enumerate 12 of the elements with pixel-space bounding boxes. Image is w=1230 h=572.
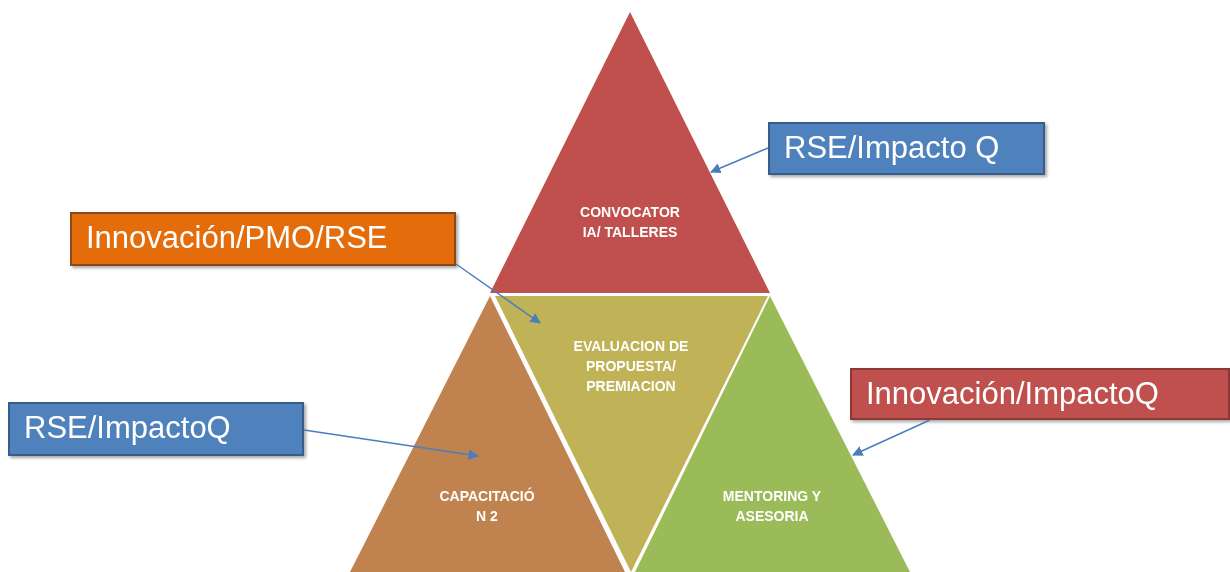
- callout-box: RSE/Impacto Q: [768, 122, 1045, 175]
- callout-box: RSE/ImpactoQ: [8, 402, 304, 456]
- arrow: [303, 429, 480, 460]
- arrow: [852, 419, 931, 456]
- triangle-label: EVALUACION DE PROPUESTA/ PREMIACION: [572, 337, 690, 396]
- callout-box: Innovación/PMO/RSE: [70, 212, 456, 266]
- arrow: [455, 263, 541, 324]
- triangle-label: CONVOCATOR IA/ TALLERES: [579, 203, 681, 242]
- triangle-label: CAPACITACIÓ N 2: [438, 486, 536, 526]
- triangle-label: MENTORING Y ASESORIA: [721, 487, 823, 526]
- arrow: [710, 147, 769, 174]
- callout-box: Innovación/ImpactoQ: [850, 368, 1230, 420]
